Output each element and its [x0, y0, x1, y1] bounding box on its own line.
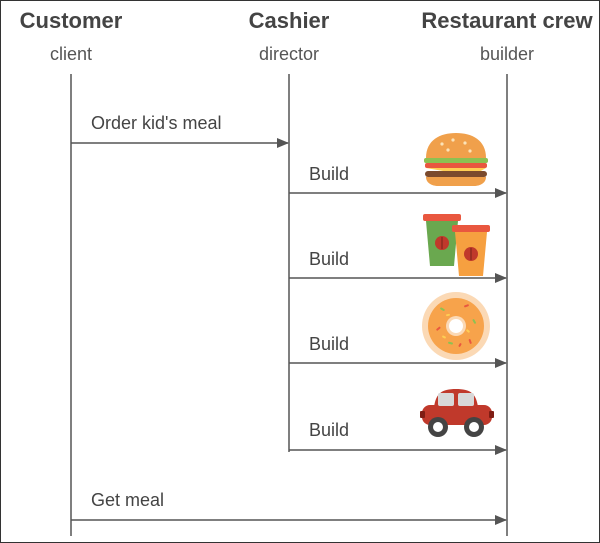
- actor-cashier-role: director: [258, 44, 320, 64]
- actor-customer-title: Customer: [19, 8, 123, 33]
- donut-icon: [422, 292, 490, 360]
- message-build-3-label: Build: [309, 334, 350, 354]
- actor-crew-title: Restaurant crew: [421, 8, 593, 33]
- message-get-meal-label: Get meal: [91, 490, 165, 510]
- actor-crew-role: builder: [479, 44, 535, 64]
- actor-customer-role: client: [49, 44, 93, 64]
- message-build-1-label: Build: [309, 164, 350, 184]
- message-build-4-label: Build: [309, 420, 350, 440]
- burger-icon: [424, 133, 488, 186]
- drinks-icon: [423, 214, 490, 276]
- toy-car-icon: [420, 389, 494, 437]
- actor-cashier-title: Cashier: [248, 8, 330, 33]
- message-build-2-label: Build: [309, 249, 350, 269]
- message-order-label: Order kid's meal: [91, 113, 222, 133]
